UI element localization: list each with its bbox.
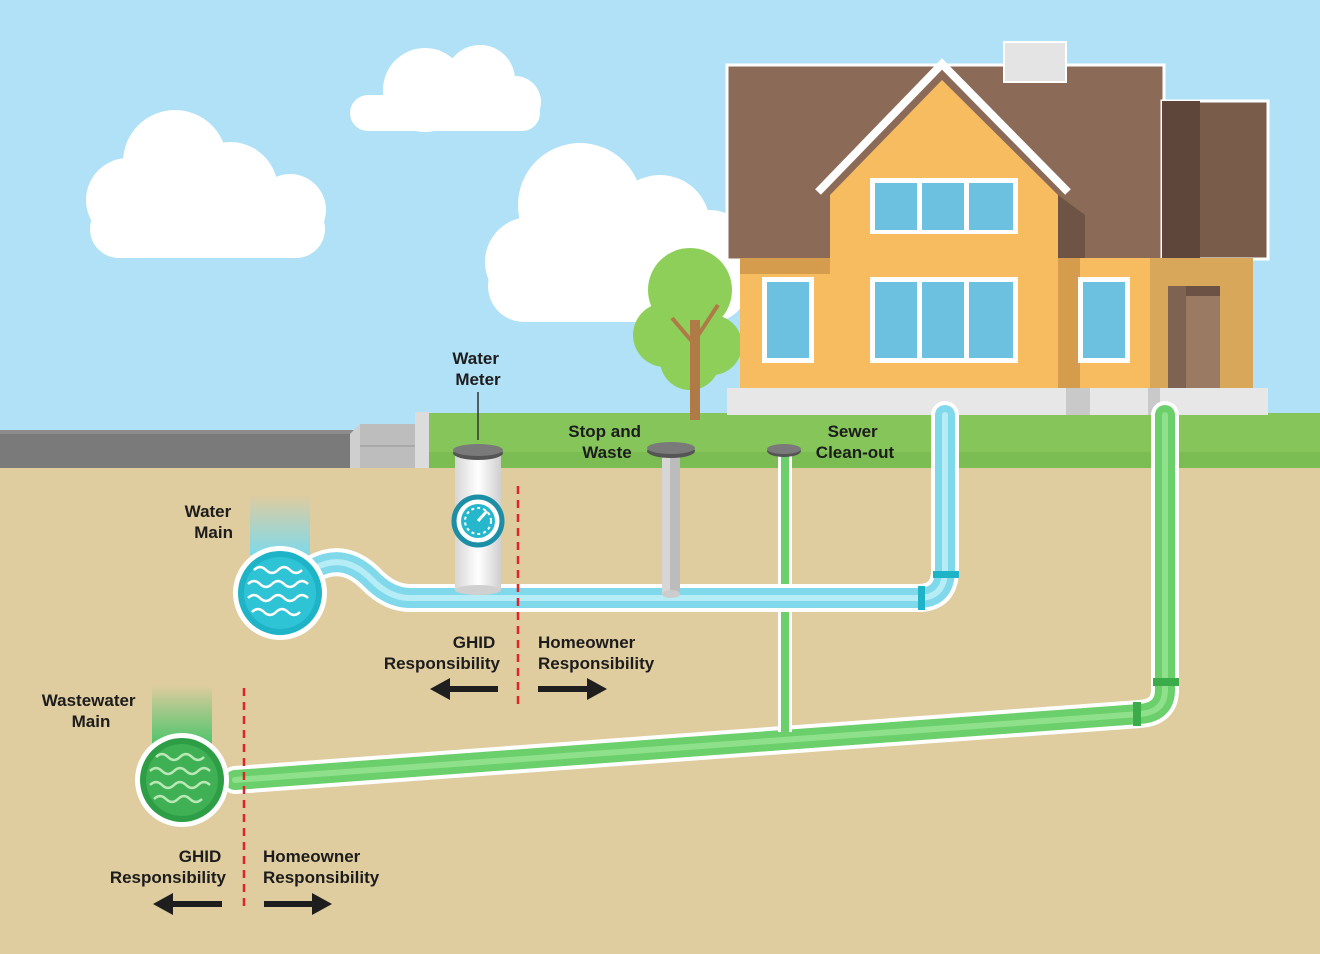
water-meter (451, 444, 505, 595)
water-ghid-responsibility-label: GHID Responsibility (384, 633, 501, 673)
road (0, 430, 355, 468)
window-lower-right (1078, 277, 1130, 363)
tree (633, 248, 742, 420)
water-fitting (933, 571, 959, 578)
water-service-pipe (301, 401, 959, 612)
water-main (233, 495, 327, 640)
water-main-label: Water Main (185, 502, 236, 542)
sidewalk-curb (350, 412, 429, 468)
window-upper (870, 178, 1018, 234)
wastewater-main-label: Wastewater Main (42, 691, 141, 731)
water-homeowner-responsibility-label: Homeowner Responsibility (538, 633, 655, 673)
sewer-homeowner-responsibility-label: Homeowner Responsibility (263, 847, 380, 887)
arrow-left-icon (430, 678, 498, 700)
window-lower-middle (870, 277, 1018, 363)
sewer-ghid-responsibility-label: GHID Responsibility (110, 847, 227, 887)
cloud-top (350, 45, 541, 132)
sewer-cleanout-label: Sewer Clean-out (816, 422, 895, 462)
stop-and-waste-label: Stop and Waste (568, 422, 645, 462)
window-lower-left (762, 277, 814, 363)
arrow-right-icon (538, 678, 607, 700)
stop-and-waste-valve (647, 442, 695, 598)
cloud-left (86, 110, 326, 258)
arrow-right-icon (264, 893, 332, 915)
water-meter-label: Water Meter (452, 349, 503, 389)
sewer-fitting (1153, 678, 1179, 686)
arrow-left-icon (153, 893, 222, 915)
wastewater-main (135, 685, 229, 827)
